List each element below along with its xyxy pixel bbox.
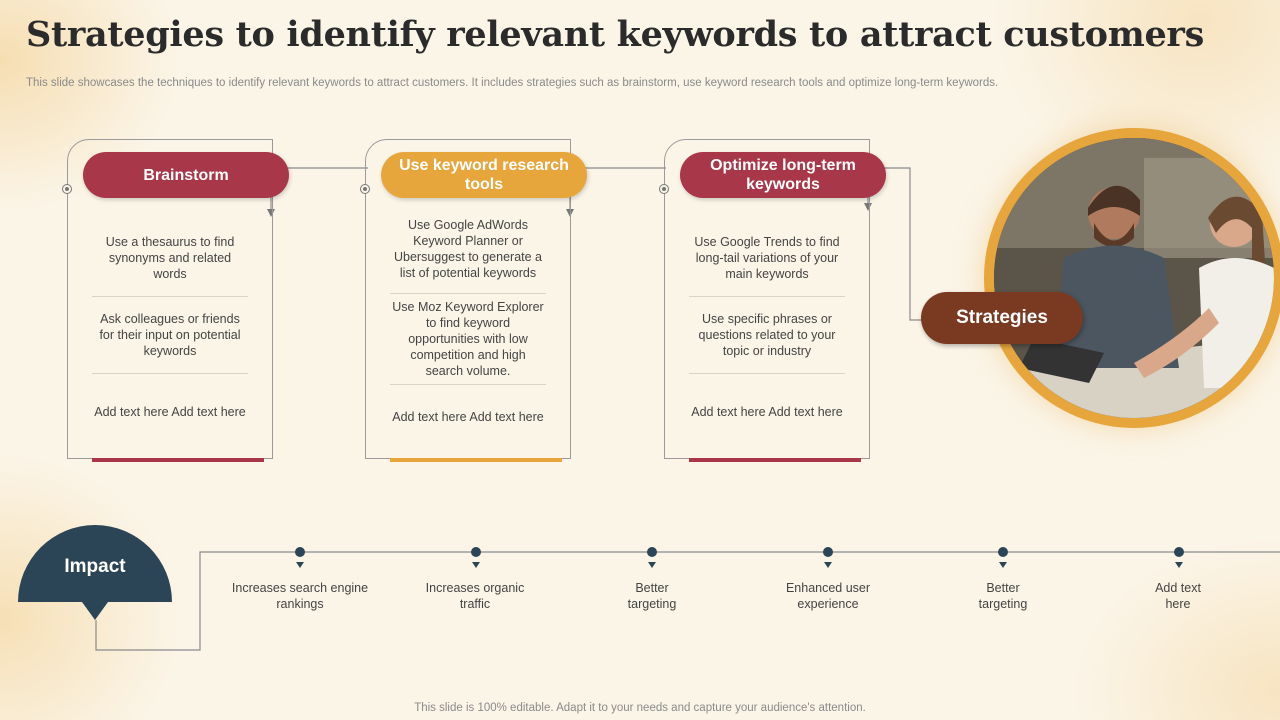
impact-item: Better targeting bbox=[627, 581, 677, 611]
card-item: Use a thesaurus to find synonyms and rel… bbox=[92, 220, 248, 297]
timeline-marker bbox=[1174, 547, 1184, 568]
card-item: Ask colleagues or friends for their inpu… bbox=[92, 297, 248, 374]
impact-badge bbox=[18, 525, 172, 620]
card-item: Add text here Add text here bbox=[691, 405, 843, 419]
timeline-marker bbox=[998, 547, 1008, 568]
card-item-list: Use a thesaurus to find synonyms and rel… bbox=[92, 220, 248, 450]
strategies-label: Strategies bbox=[921, 292, 1083, 344]
long-term-keywords-heading: Optimize long-term keywords bbox=[680, 152, 886, 198]
timeline-marker bbox=[823, 547, 833, 568]
card-node-dot bbox=[62, 184, 72, 194]
card-item: Add text here Add text here bbox=[94, 405, 246, 419]
timeline-marker bbox=[647, 547, 657, 568]
card-item: Use specific phrases or questions relate… bbox=[689, 297, 845, 374]
card-node-dot bbox=[659, 184, 669, 194]
card-accent-bar bbox=[689, 458, 861, 462]
impact-item: Enhanced user experience bbox=[785, 581, 871, 611]
research-tools-heading: Use keyword research tools bbox=[381, 152, 587, 198]
impact-item: Increases organic traffic bbox=[425, 581, 525, 611]
card-item: Add text here Add text here bbox=[392, 410, 544, 425]
card-item: Use Moz Keyword Explorer to find keyword… bbox=[390, 294, 546, 385]
slide-footer: This slide is 100% editable. Adapt it to… bbox=[414, 702, 866, 714]
impact-item: Increases search engine rankings bbox=[231, 581, 369, 611]
strategy-card-long-term-keywords: Use Google Trends to find long-tail vari… bbox=[664, 139, 870, 462]
timeline-marker bbox=[471, 547, 481, 568]
timeline-marker bbox=[295, 547, 305, 568]
photo-frame bbox=[984, 128, 1280, 428]
card-accent-bar bbox=[92, 458, 264, 462]
strategy-card-brainstorm: Use a thesaurus to find synonyms and rel… bbox=[67, 139, 273, 462]
card-item-list: Use Google Trends to find long-tail vari… bbox=[689, 220, 845, 450]
photo-illustration bbox=[994, 138, 1274, 418]
card-item: Use Google AdWords Keyword Planner or Ub… bbox=[390, 204, 546, 295]
card-item-list: Use Google AdWords Keyword Planner or Ub… bbox=[390, 204, 546, 450]
slide-subtitle: This slide showcases the techniques to i… bbox=[26, 77, 999, 89]
card-item: Use Google Trends to find long-tail vari… bbox=[689, 220, 845, 297]
impact-label: Impact bbox=[64, 556, 126, 577]
slide-title: Strategies to identify relevant keywords… bbox=[26, 14, 1204, 55]
impact-item: Add text here bbox=[1155, 581, 1201, 611]
brainstorm-heading: Brainstorm bbox=[83, 152, 289, 198]
people-working-photo bbox=[994, 138, 1274, 418]
card-accent-bar bbox=[390, 458, 562, 462]
strategy-card-research-tools: Use Google AdWords Keyword Planner or Ub… bbox=[365, 139, 571, 462]
card-node-dot bbox=[360, 184, 370, 194]
impact-item: Better targeting bbox=[978, 581, 1028, 611]
